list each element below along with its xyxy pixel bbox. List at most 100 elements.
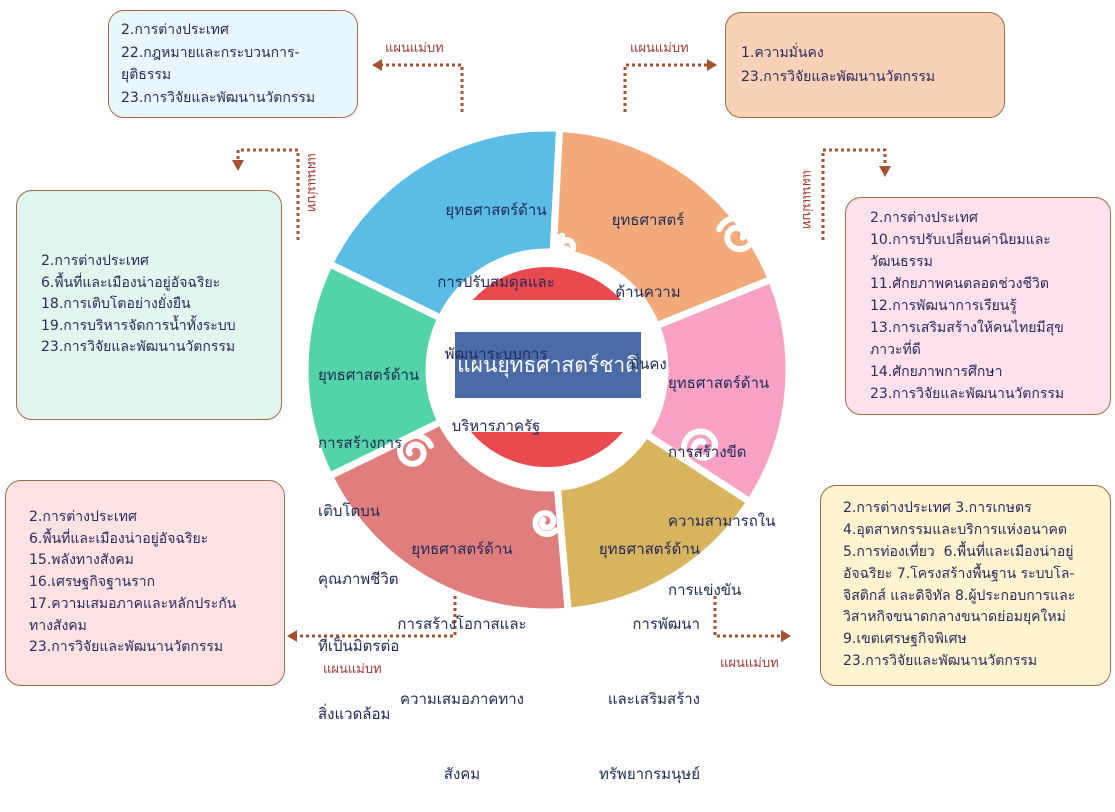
master-plan-item: 10.การปรับเปลี่ยนค่านิยมและ — [870, 232, 1051, 248]
decorative-swirl — [532, 510, 559, 538]
master-plan-item: 4.อุตสาหกรรมและบริการแห่งอนาคต — [843, 522, 1068, 539]
decorative-swirl — [680, 428, 719, 469]
master-plan-item: 23.การวิจัยและพัฒนานวัตกรรม — [843, 652, 1038, 669]
master-plan-item: 6.พื้นที่และเมืองน่าอยู่อัจฉริยะ — [41, 274, 221, 291]
master-plan-item: ยุติธรรม — [121, 67, 172, 83]
master-plan-item: 2.การต่างประเทศ — [41, 253, 149, 270]
strategy-label-line: การพัฒนา — [632, 615, 700, 633]
master-plan-item: จิสติกส์ และดิจิทัล 8.ผู้ประกอบการและ — [843, 587, 1076, 604]
decorative-swirl — [552, 232, 577, 258]
master-plan-box-bottom-right: 2.การต่างประเทศ 3.การเกษตร 4.อุตสาหกรรมแ… — [820, 485, 1111, 686]
strategy-label-line: การแข่งขัน — [668, 581, 742, 599]
strategy-label-competitiveness: ยุทธศาสตร์ด้าน การสร้างขีด ความสามารถใน … — [668, 326, 788, 625]
strategy-label-line: การสร้างการ — [318, 433, 403, 452]
master-plan-item: 17.ความเสมอภาคและหลักประกัน — [29, 595, 237, 612]
strategy-label-line: การสร้างขีด — [668, 443, 747, 461]
strategy-label-security: ยุทธศาสตร์ ด้านความ มั่นคง — [588, 160, 708, 400]
segment-social-equality — [324, 417, 572, 616]
master-plan-box-right: 2.การต่างประเทศ 10.การปรับเปลี่ยนค่านิยม… — [845, 197, 1111, 415]
segment-green-growth — [301, 259, 446, 481]
strategy-label-line: ด้านความ — [615, 283, 681, 301]
strategy-diagram: แผนแม่บท แผนแม่บท แผนแม่บท แผนแม่บท แผนแ… — [232, 41, 891, 677]
strategy-label-line: ยุทธศาสตร์ด้าน — [668, 374, 770, 392]
master-plan-label: แผนแม่บท — [323, 662, 382, 677]
connector-bottom-right — [713, 596, 781, 638]
strategy-label-line: มั่นคง — [629, 355, 667, 373]
strategy-label-line: ความสามารถใน — [668, 512, 776, 530]
connector-bottom-left — [297, 596, 457, 638]
master-plan-item: 2.การต่างประเทศ 3.การเกษตร — [843, 500, 1032, 517]
master-plan-item: วิสาหกิจขนาดกลางขนาดย่อมยุคใหม่ — [843, 609, 1066, 626]
strategy-label-line: สิ่งแวดล้อม — [318, 705, 391, 724]
strategy-label-line: การปรับสมดุลและ — [437, 273, 555, 291]
master-plan-item: ภาวะที่ดี — [870, 342, 921, 358]
strategy-label-line: และเสริมสร้าง — [607, 690, 700, 708]
master-plan-item: 5.การท่องเที่ยว 6.พื้นที่และเมืองน่าอยู่ — [843, 543, 1074, 560]
strategy-label-line: สังคม — [443, 765, 481, 783]
strategy-label-line: พัฒนาระบบการ — [444, 345, 548, 363]
master-plan-item: 13.การเสริมสร้างให้คนไทยมีสุข — [870, 320, 1064, 336]
strategy-label-line: ที่เป็นมิตรต่อ — [318, 637, 400, 656]
master-plan-item: 9.เขตเศรษฐกิจพิเศษ — [843, 631, 967, 648]
master-plan-item: 2.การต่างประเทศ — [121, 22, 229, 38]
master-plan-label: แผนแม่บท — [720, 656, 779, 671]
center-band — [455, 332, 641, 398]
arrowhead-down-icon — [232, 160, 244, 171]
arrowhead-down-icon — [879, 166, 891, 177]
master-plan-item: 2.การต่างประเทศ — [870, 210, 978, 226]
strategy-label-line: ยุทธศาสตร์ด้าน — [598, 540, 700, 558]
master-plan-box-bottom-left: 2.การต่างประเทศ 6.พื้นที่และเมืองน่าอยู่… — [5, 480, 285, 686]
master-plan-item: 23.การวิจัยและพัฒนานวัตกรรม — [29, 639, 224, 656]
master-plan-box-top-right: 1.ความมั่นคง 23.การวิจัยและพัฒนานวัตกรรม — [725, 12, 1005, 118]
master-plan-label: แผนแม่บท — [799, 170, 814, 229]
arrowhead-left-icon — [372, 59, 382, 71]
master-plan-label: แผนแม่บท — [630, 41, 689, 56]
master-plan-item: 11.ศักยภาพคนตลอดช่วงชีวิต — [870, 276, 1049, 292]
master-plan-box-top-left: 2.การต่างประเทศ 22.กฎหมายและกระบวนการ- ย… — [108, 10, 358, 118]
strategy-label-human-resources: ยุทธศาสตร์ด้าน การพัฒนา และเสริมสร้าง ทร… — [560, 487, 700, 812]
strategy-label-line: ยุทธศาสตร์ด้าน — [411, 540, 513, 558]
master-plan-item: 22.กฎหมายและกระบวนการ- — [121, 44, 300, 61]
master-plan-item: 16.เศรษฐกิจฐานราก — [29, 574, 156, 591]
segment-human-resources — [553, 429, 755, 615]
master-plan-box-left: 2.การต่างประเทศ 6.พื้นที่และเมืองน่าอยู่… — [16, 190, 282, 420]
arrowhead-left-icon — [287, 630, 297, 642]
strategy-label-green-growth: ยุทธศาสตร์ด้าน การสร้างการ เติบโตบน คุณภ… — [318, 319, 438, 748]
master-plan-item: วัฒนธรรม — [870, 254, 933, 270]
strategy-label-public-administration: ยุทธศาสตร์ด้าน การปรับสมดุลและ พัฒนาระบบ… — [428, 150, 564, 462]
arrowhead-right-icon — [781, 630, 791, 642]
strategy-label-line: ยุทธศาสตร์ด้าน — [318, 366, 420, 385]
master-plan-item: 6.พื้นที่และเมืองน่าอยู่อัจฉริยะ — [29, 530, 209, 547]
master-plan-item: 1.ความมั่นคง — [741, 45, 824, 61]
master-plan-item: 14.ศักยภาพการศึกษา — [870, 364, 1003, 380]
decorative-swirls — [396, 214, 757, 538]
master-plan-item: 23.การวิจัยและพัฒนานวัตกรรม — [41, 339, 236, 356]
master-plan-label: แผนแม่บท — [385, 41, 444, 56]
connector-left — [236, 148, 300, 240]
master-plan-label: แผนแม่บท — [304, 153, 319, 212]
connector-top-left — [382, 63, 464, 112]
decorative-swirl — [396, 432, 434, 467]
decorative-swirl — [716, 214, 757, 253]
master-plan-item: 2.การต่างประเทศ — [29, 509, 137, 526]
master-plan-item: 23.การวิจัยและพัฒนานวัตกรรม — [121, 89, 316, 106]
master-plan-item: ทางสังคม — [29, 617, 87, 634]
strategy-label-line: ยุทธศาสตร์ด้าน — [445, 201, 547, 219]
master-plan-item: 15.พลังทางสังคม — [29, 552, 134, 569]
master-plan-item: 23.การวิจัยและพัฒนานวัตกรรม — [741, 69, 936, 85]
master-plan-item: 18.การเติบโตอย่างยั่งยืน — [41, 296, 191, 313]
connector-top-right — [623, 63, 707, 112]
segment-public-administration — [324, 124, 564, 323]
strategy-label-line: เติบโตบน — [318, 501, 380, 520]
arrowhead-right-icon — [707, 59, 717, 71]
strategy-label-line: คุณภาพชีวิต — [318, 569, 399, 588]
master-plan-item: อัจฉริยะ 7.โครงสร้างพื้นฐาน ระบบโล- — [843, 565, 1075, 582]
master-plan-item: 19.การบริหารจัดการน้ำทั้งระบบ — [41, 317, 236, 334]
master-plan-item: 12.การพัฒนาการเรียนรู้ — [870, 298, 1017, 314]
strategy-label-line: การสร้างโอกาสและ — [397, 615, 527, 633]
segment-security — [549, 124, 776, 331]
connector-right — [821, 148, 887, 240]
strategy-label-line: ยุทธศาสตร์ — [611, 211, 685, 229]
strategy-label-line: ทรัพยากรมนุษย์ — [598, 765, 700, 783]
master-plan-item: 23.การวิจัยและพัฒนานวัตกรรม — [870, 386, 1065, 402]
